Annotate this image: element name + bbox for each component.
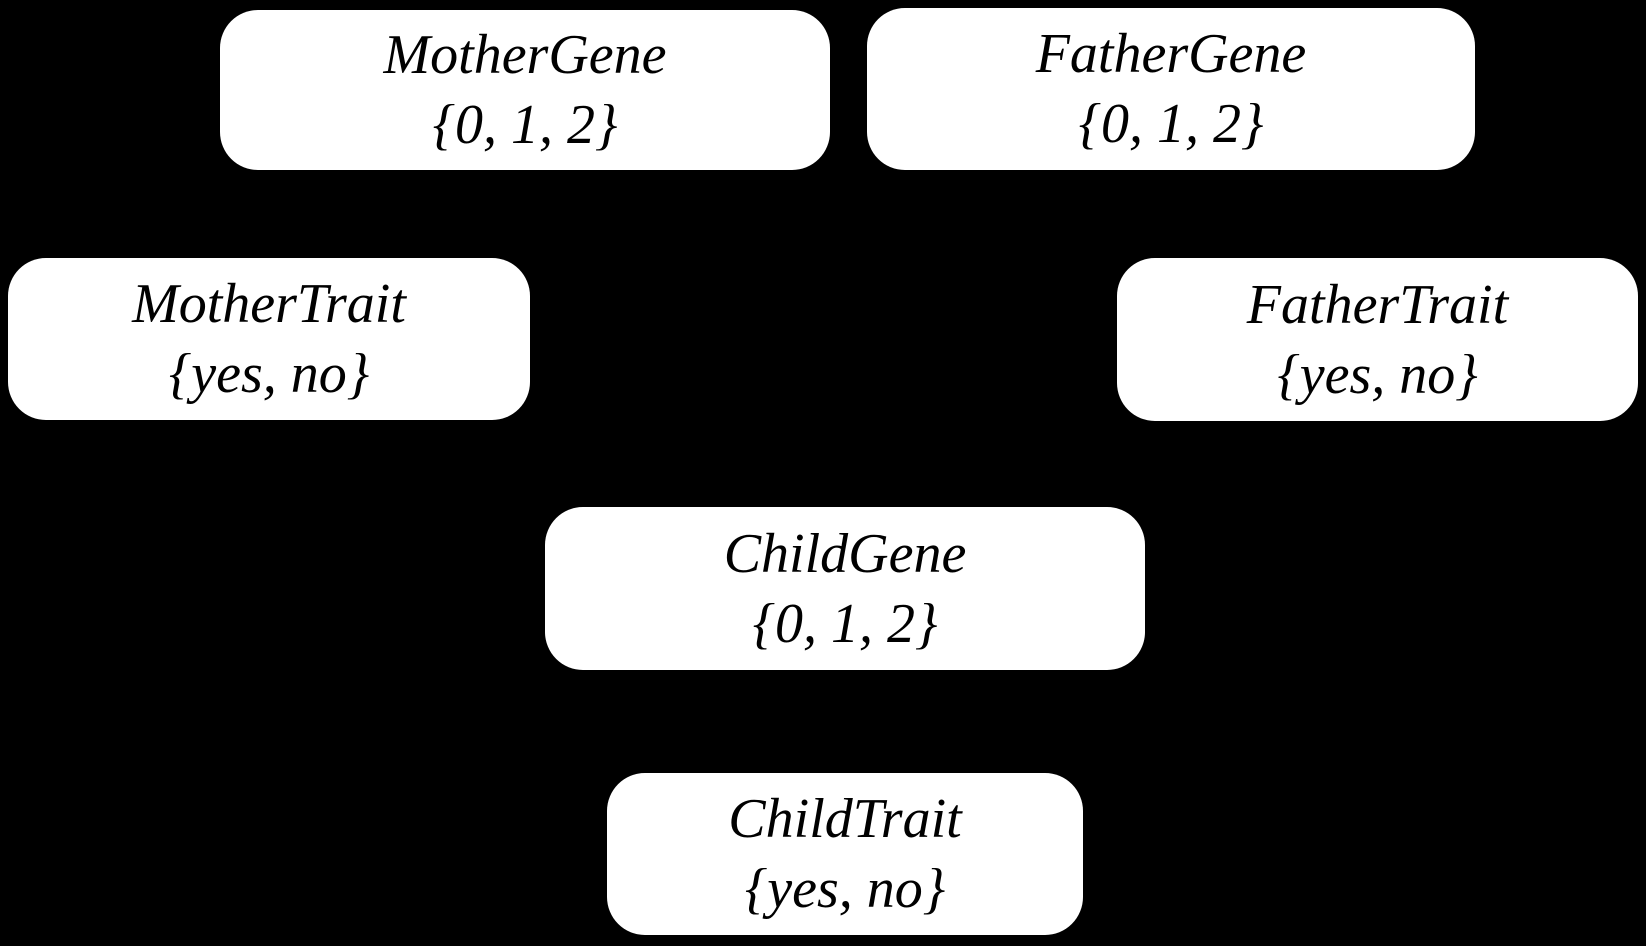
node-child-trait-label: ChildTrait xyxy=(728,788,962,850)
node-child-gene-domain: {0, 1, 2} xyxy=(752,592,938,655)
node-mother-trait-label: MotherTrait xyxy=(132,273,406,335)
node-father-gene-domain: {0, 1, 2} xyxy=(1078,93,1264,155)
node-mother-trait: MotherTrait {yes, no} xyxy=(8,258,530,420)
node-child-gene-label: ChildGene xyxy=(723,522,967,585)
node-mother-gene-domain: {0, 1, 2} xyxy=(432,94,618,156)
node-child-trait: ChildTrait {yes, no} xyxy=(607,773,1083,935)
node-father-trait: FatherTrait {yes, no} xyxy=(1117,258,1638,421)
node-child-trait-domain: {yes, no} xyxy=(744,858,946,920)
node-mother-gene-label: MotherGene xyxy=(383,24,667,86)
node-father-trait-label: FatherTrait xyxy=(1246,273,1509,336)
node-father-trait-domain: {yes, no} xyxy=(1277,343,1478,406)
node-mother-gene: MotherGene {0, 1, 2} xyxy=(220,10,830,170)
node-father-gene-label: FatherGene xyxy=(1035,23,1307,85)
node-child-gene: ChildGene {0, 1, 2} xyxy=(545,507,1145,670)
node-father-gene: FatherGene {0, 1, 2} xyxy=(867,8,1475,170)
node-mother-trait-domain: {yes, no} xyxy=(168,343,370,405)
